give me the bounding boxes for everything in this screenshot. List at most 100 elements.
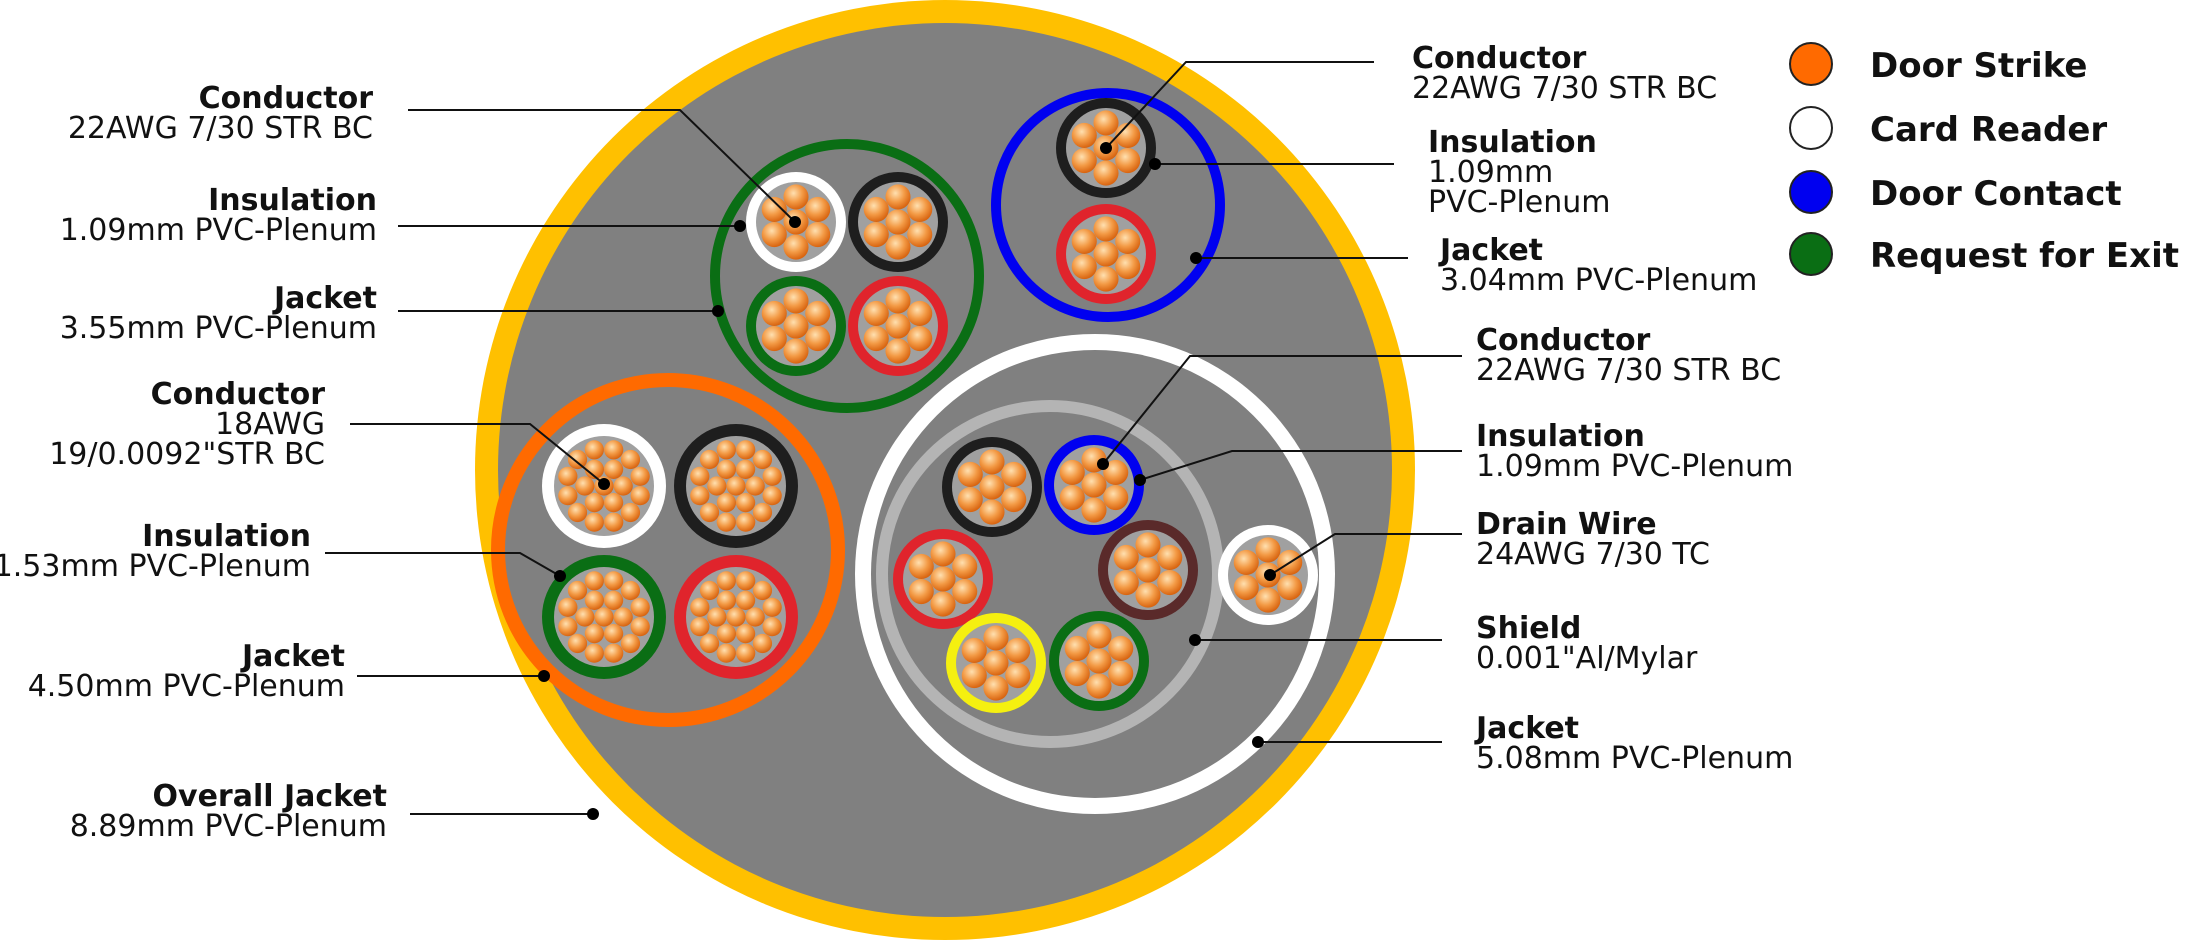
copper-strand: [736, 512, 756, 532]
copper-strand: [690, 617, 710, 637]
copper-strand: [1086, 648, 1112, 674]
copper-strand: [1086, 673, 1112, 699]
copper-strand: [1135, 582, 1161, 608]
copper-strand: [736, 643, 756, 663]
copper-strand: [1071, 228, 1097, 255]
copper-strand: [863, 300, 889, 326]
copper-strand: [716, 590, 737, 610]
copper-strand: [863, 326, 889, 352]
copper-strand: [699, 449, 720, 470]
copper-strand: [930, 566, 956, 592]
copper-strand: [1103, 485, 1129, 511]
copper-strand: [630, 486, 650, 506]
leader-line: [1102, 355, 1462, 465]
copper-strand: [584, 624, 605, 644]
copper-strand: [930, 591, 956, 617]
copper-strand: [863, 222, 889, 248]
copper-strand: [716, 624, 737, 644]
leader-line: [325, 552, 561, 577]
copper-strand: [736, 624, 756, 644]
copper-strand: [604, 643, 624, 663]
copper-strand: [1001, 461, 1027, 487]
label-title: Jacket: [1440, 233, 1544, 268]
copper-strand: [1157, 544, 1183, 571]
copper-strand: [736, 571, 756, 591]
copper-strand: [805, 300, 831, 326]
copper-strand: [1093, 241, 1119, 267]
label-right-2: Insulation 1.09mm PVC-Plenum: [1428, 128, 1611, 218]
leader-line: [1269, 533, 1462, 576]
copper-strand: [1001, 487, 1027, 513]
copper-strand: [1103, 459, 1129, 485]
copper-strand: [762, 466, 782, 486]
copper-strand: [620, 633, 641, 654]
legend-dot: [1789, 170, 1833, 214]
copper-strand: [726, 607, 746, 627]
label-left-6: Jacket 4.50mm PVC-Plenum: [28, 642, 345, 702]
legend-dot: [1789, 106, 1833, 150]
copper-strand: [907, 326, 933, 352]
copper-strand: [584, 590, 605, 610]
copper-strand: [567, 502, 588, 523]
copper-strand: [604, 440, 624, 460]
label-right-8: Jacket 5.08mm PVC-Plenum: [1476, 714, 1793, 774]
copper-strand: [1081, 472, 1107, 498]
leader-dot: [587, 808, 599, 820]
copper-strand: [885, 184, 911, 210]
copper-strand: [690, 466, 710, 486]
label-title: Insulation: [1476, 419, 1645, 454]
copper-strand: [783, 234, 809, 260]
copper-strand: [1071, 122, 1097, 148]
copper-strand: [1277, 575, 1303, 601]
copper-strand: [885, 209, 911, 235]
label-title: Jacket: [1476, 711, 1580, 746]
copper-strand: [1135, 532, 1161, 558]
leader-dot: [1264, 569, 1276, 581]
copper-strand: [699, 502, 720, 523]
leader-line: [408, 109, 796, 223]
label-title: Overall Jacket: [152, 779, 387, 814]
label-desc: 1.09mm PVC-Plenum: [59, 213, 377, 248]
copper-strand: [716, 493, 737, 513]
copper-strand: [567, 633, 588, 654]
leader-dot: [712, 305, 724, 317]
copper-strand: [1233, 549, 1259, 576]
copper-strand: [907, 300, 933, 326]
label-title: Conductor: [150, 377, 325, 412]
copper-strand: [762, 486, 782, 506]
copper-strand: [783, 184, 809, 210]
copper-strand: [1071, 148, 1097, 174]
cable-layer: [475, 0, 1415, 940]
label-right-1: Conductor 22AWG 7/30 STR BC: [1412, 44, 1717, 104]
copper-strand: [752, 580, 773, 601]
copper-strand: [620, 449, 641, 470]
strand-bundle: [958, 625, 1034, 701]
jacket-door-strike: [491, 373, 845, 727]
copper-strand: [957, 461, 983, 487]
copper-strand: [707, 476, 727, 496]
leader-dot: [1149, 158, 1161, 170]
leader-dot: [789, 216, 801, 228]
copper-strand: [558, 486, 578, 506]
copper-strand: [1113, 570, 1139, 596]
copper-strand: [716, 571, 736, 591]
copper-strand: [1093, 160, 1119, 186]
copper-strand: [1108, 661, 1134, 687]
label-desc: 22AWG 7/30 STR BC: [1476, 353, 1782, 388]
copper-strand: [1108, 635, 1134, 662]
leader-dot: [1100, 142, 1112, 154]
copper-strand: [907, 222, 933, 248]
copper-strand: [885, 338, 911, 364]
strand-bundle: [1110, 532, 1186, 608]
strand-bundle: [860, 288, 936, 364]
copper-strand: [1093, 216, 1119, 242]
copper-strand: [716, 459, 737, 479]
label-title: Jacket: [241, 639, 345, 674]
copper-strand: [558, 617, 578, 637]
copper-strand: [752, 449, 773, 470]
leader-dot: [734, 220, 746, 232]
label-desc: 18AWG: [215, 407, 325, 442]
copper-strand: [1233, 575, 1259, 601]
copper-strand: [805, 222, 831, 248]
